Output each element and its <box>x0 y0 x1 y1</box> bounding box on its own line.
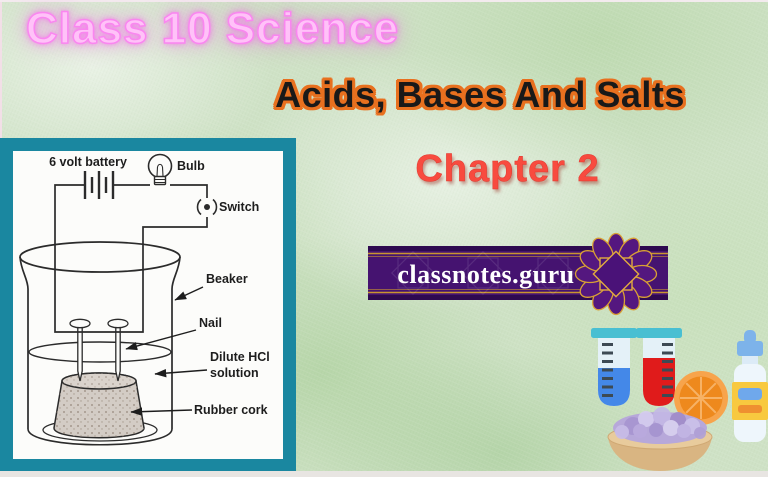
nail-label: Nail <box>199 316 222 330</box>
test-tube-red-icon <box>636 328 682 406</box>
bulb-symbol <box>147 153 173 186</box>
switch-symbol <box>196 198 218 216</box>
site-name: classnotes.guru <box>397 260 574 289</box>
bottom-edge-strip <box>0 471 768 477</box>
ribbon-banner-graphic: classnotes.guru <box>368 232 668 316</box>
salt-bowl-icon <box>607 407 713 471</box>
nails-drawing <box>69 318 129 382</box>
solution-surface <box>28 341 172 363</box>
purple-crystals <box>613 407 707 444</box>
diagram-paper: 6 volt battery Bulb Switch Beaker Nail D… <box>13 151 283 459</box>
beaker-drawing <box>19 241 181 446</box>
battery-label: 6 volt battery <box>49 155 127 169</box>
cork-label: Rubber cork <box>194 403 268 417</box>
flower-medallion-icon <box>574 232 658 316</box>
conductivity-experiment-diagram: 6 volt battery Bulb Switch Beaker Nail D… <box>19 153 270 446</box>
ribbon-star-watermarks <box>390 250 576 296</box>
subject-title: Acids, Bases And Salts <box>275 74 685 115</box>
class-title: Class 10 Science <box>25 3 400 54</box>
orange-slice-icon <box>674 371 728 425</box>
circuit-wires <box>54 184 208 333</box>
brand-banner: classnotes.guru <box>368 232 668 324</box>
top-edge-strip <box>0 0 768 2</box>
chemistry-decorations <box>591 328 768 471</box>
label-arrows <box>125 286 208 416</box>
battery-symbol <box>83 171 115 199</box>
beaker-label: Beaker <box>206 272 248 286</box>
medicine-bottle-icon <box>732 330 768 442</box>
bulb-label: Bulb <box>177 159 205 173</box>
solution-label-line2: solution <box>210 366 259 380</box>
experiment-diagram-panel: 6 volt battery Bulb Switch Beaker Nail D… <box>0 138 296 472</box>
chapter-label: Chapter 2 <box>415 148 600 191</box>
solution-label-line1: Dilute HCl <box>210 350 270 364</box>
rubber-cork-drawing <box>53 372 145 439</box>
test-tube-blue-icon <box>591 328 637 406</box>
switch-label: Switch <box>219 200 259 214</box>
